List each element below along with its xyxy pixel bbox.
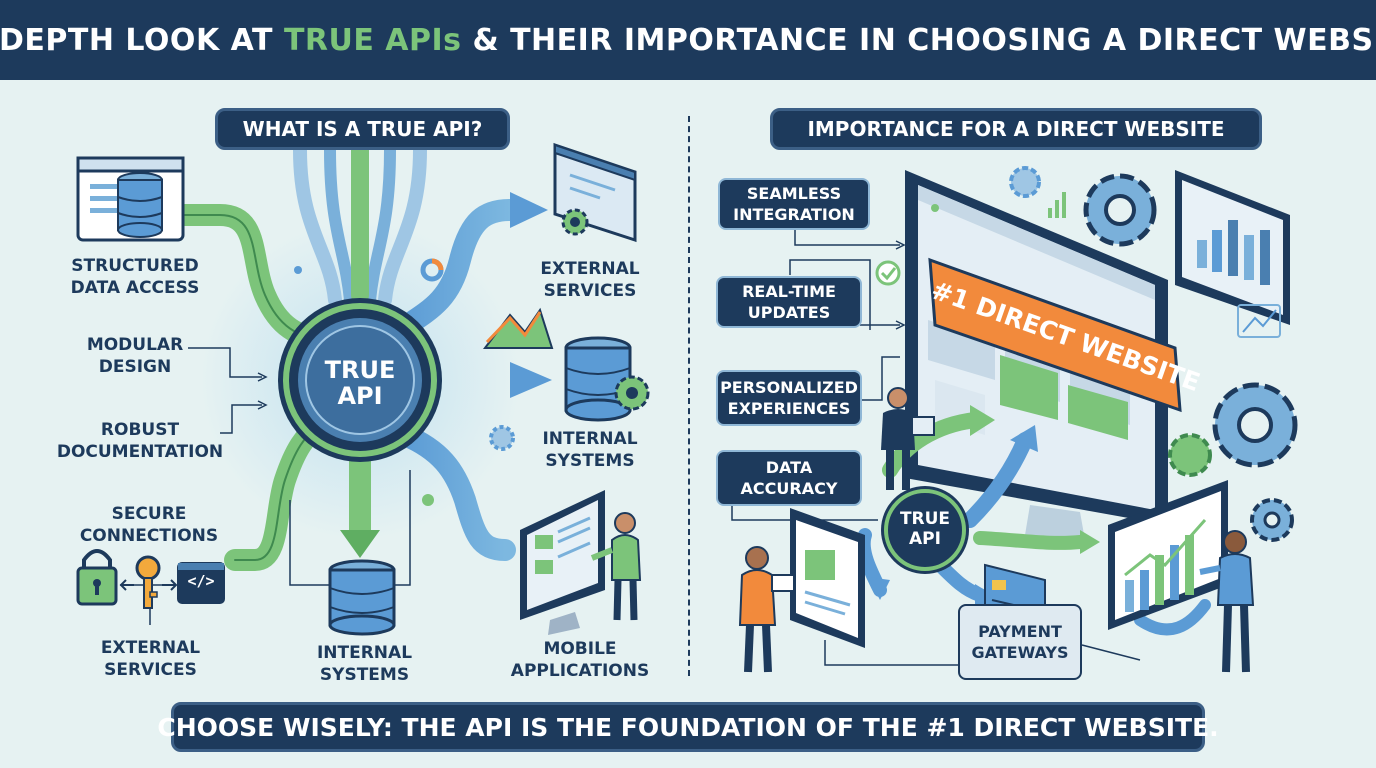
infographic-stage: WHAT IS A TRUE API? TRUE API STRUCTURED … bbox=[0, 80, 1376, 768]
benefit-line: UPDATES bbox=[747, 303, 831, 322]
analyst-figure bbox=[1199, 530, 1255, 673]
trend-line-icon bbox=[1237, 304, 1281, 338]
lock-icon bbox=[76, 549, 118, 606]
output-line: SYSTEMS bbox=[545, 451, 635, 471]
title-part-2: & THEIR IMPORTANCE IN CHOOSING A DIRECT … bbox=[461, 22, 1376, 58]
output-line: SERVICES bbox=[543, 281, 637, 301]
left-heading: WHAT IS A TRUE API? bbox=[215, 108, 510, 150]
payment-connector bbox=[824, 640, 1141, 666]
benefit-line: EXPERIENCES bbox=[727, 399, 851, 418]
payment-gateways-box: PAYMENT GATEWAYS bbox=[958, 604, 1082, 680]
output-line: EXTERNAL bbox=[540, 259, 640, 279]
growth-chart-screen bbox=[1108, 480, 1228, 630]
benefit-personalized-experiences: PERSONALIZED EXPERIENCES bbox=[716, 370, 862, 426]
website-banner-ribbon bbox=[928, 257, 1182, 413]
mountain-chart-icon bbox=[482, 307, 554, 349]
title-accent: TRUE APIs bbox=[283, 22, 462, 58]
feature-robust-documentation: ROBUST DOCUMENTATION bbox=[50, 419, 230, 463]
output-line: SYSTEMS bbox=[319, 665, 410, 685]
code-window-icon bbox=[177, 562, 225, 604]
top-pipes bbox=[293, 141, 427, 307]
left-core-label: TRUE API bbox=[310, 357, 410, 409]
feature-modular-design: MODULAR DESIGN bbox=[70, 334, 200, 378]
benefit-line: INTEGRATION bbox=[733, 205, 855, 224]
output-line: INTERNAL bbox=[542, 429, 638, 449]
output-line: INTERNAL bbox=[316, 643, 413, 663]
page-title: IN-DEPTH LOOK AT TRUE APIs & THEIR IMPOR… bbox=[0, 23, 1376, 58]
core-label-line-1: TRUE bbox=[899, 509, 951, 529]
benefit-line: REAL-TIME bbox=[742, 282, 836, 301]
feature-line: DESIGN bbox=[98, 357, 172, 377]
footer-callout: CHOOSE WISELY: THE API IS THE FOUNDATION… bbox=[157, 702, 1219, 752]
output-internal-systems-bottom: INTERNAL SYSTEMS bbox=[312, 642, 417, 686]
feature-line: MODULAR bbox=[86, 335, 184, 355]
small-bars-icon bbox=[1048, 192, 1066, 218]
donut-icon bbox=[420, 258, 444, 282]
key-icon bbox=[135, 555, 161, 609]
feature-structured-data-access: STRUCTURED DATA ACCESS bbox=[55, 255, 215, 299]
feature-line: ROBUST bbox=[100, 420, 180, 440]
output-line: APPLICATIONS bbox=[510, 661, 650, 681]
feature-line: SECURE bbox=[111, 504, 187, 524]
benefit-line: DATA bbox=[765, 458, 813, 477]
core-label-line-1: TRUE bbox=[324, 356, 396, 384]
output-line: MOBILE bbox=[543, 639, 617, 659]
output-mobile-applications: MOBILE APPLICATIONS bbox=[505, 638, 655, 682]
database-icon bbox=[76, 156, 185, 242]
feature-line: CONNECTIONS bbox=[79, 526, 219, 546]
gear-icon bbox=[561, 208, 589, 236]
right-gears bbox=[1009, 166, 1298, 542]
benefit-line: ACCURACY bbox=[740, 479, 838, 498]
benefit-real-time-updates: REAL-TIME UPDATES bbox=[716, 276, 862, 328]
benefit-line: PERSONALIZED bbox=[720, 378, 858, 397]
presenter-figure bbox=[881, 387, 935, 490]
feature-line: DOCUMENTATION bbox=[56, 442, 224, 462]
feature-external-services: EXTERNAL SERVICES bbox=[78, 637, 223, 681]
benefit-line: SEAMLESS bbox=[746, 184, 842, 203]
output-external-services: EXTERNAL SERVICES bbox=[535, 258, 645, 302]
person-right-figure bbox=[738, 546, 795, 673]
payment-line: PAYMENT bbox=[978, 622, 1062, 641]
benefit-data-accuracy: DATA ACCURACY bbox=[716, 450, 862, 506]
sparkle-dots bbox=[294, 266, 434, 506]
output-pipes bbox=[349, 199, 521, 561]
panel-divider bbox=[688, 116, 690, 676]
benefit-seamless-integration: SEAMLESS INTEGRATION bbox=[718, 178, 870, 230]
feature-line: SERVICES bbox=[104, 660, 197, 680]
internal-systems-stack-icon bbox=[564, 336, 650, 422]
core-label-line-2: API bbox=[337, 382, 383, 410]
right-heading: IMPORTANCE FOR A DIRECT WEBSITE bbox=[770, 108, 1262, 150]
mobile-app-monitor-icon bbox=[520, 490, 605, 635]
person-left-figure bbox=[590, 512, 642, 621]
benefit-connectors bbox=[731, 230, 906, 521]
small-gear-icon bbox=[489, 425, 515, 451]
output-internal-systems-right: INTERNAL SYSTEMS bbox=[540, 428, 640, 472]
right-core-label: TRUE API bbox=[890, 509, 960, 549]
analytics-screen-icon bbox=[1175, 170, 1290, 325]
title-part-1: IN-DEPTH LOOK AT bbox=[0, 22, 273, 58]
right-core-hub bbox=[881, 486, 969, 574]
core-hub bbox=[278, 298, 442, 462]
internal-systems-db-icon bbox=[328, 559, 396, 636]
output-arrowheads bbox=[340, 192, 552, 558]
profile-card-icon bbox=[790, 508, 865, 648]
payment-line: GATEWAYS bbox=[971, 643, 1069, 662]
feature-secure-connections: SECURE CONNECTIONS bbox=[68, 503, 230, 547]
arrows-small-icon bbox=[119, 579, 178, 591]
core-label-line-2: API bbox=[909, 529, 941, 549]
diagram-artwork bbox=[76, 141, 1298, 673]
code-glyph: </> bbox=[187, 572, 215, 590]
check-icon bbox=[875, 260, 901, 286]
feature-line: DATA ACCESS bbox=[70, 278, 200, 298]
feature-line: STRUCTURED bbox=[71, 256, 199, 276]
feature-line: EXTERNAL bbox=[100, 638, 201, 658]
title-banner: IN-DEPTH LOOK AT TRUE APIs & THEIR IMPOR… bbox=[0, 0, 1376, 80]
